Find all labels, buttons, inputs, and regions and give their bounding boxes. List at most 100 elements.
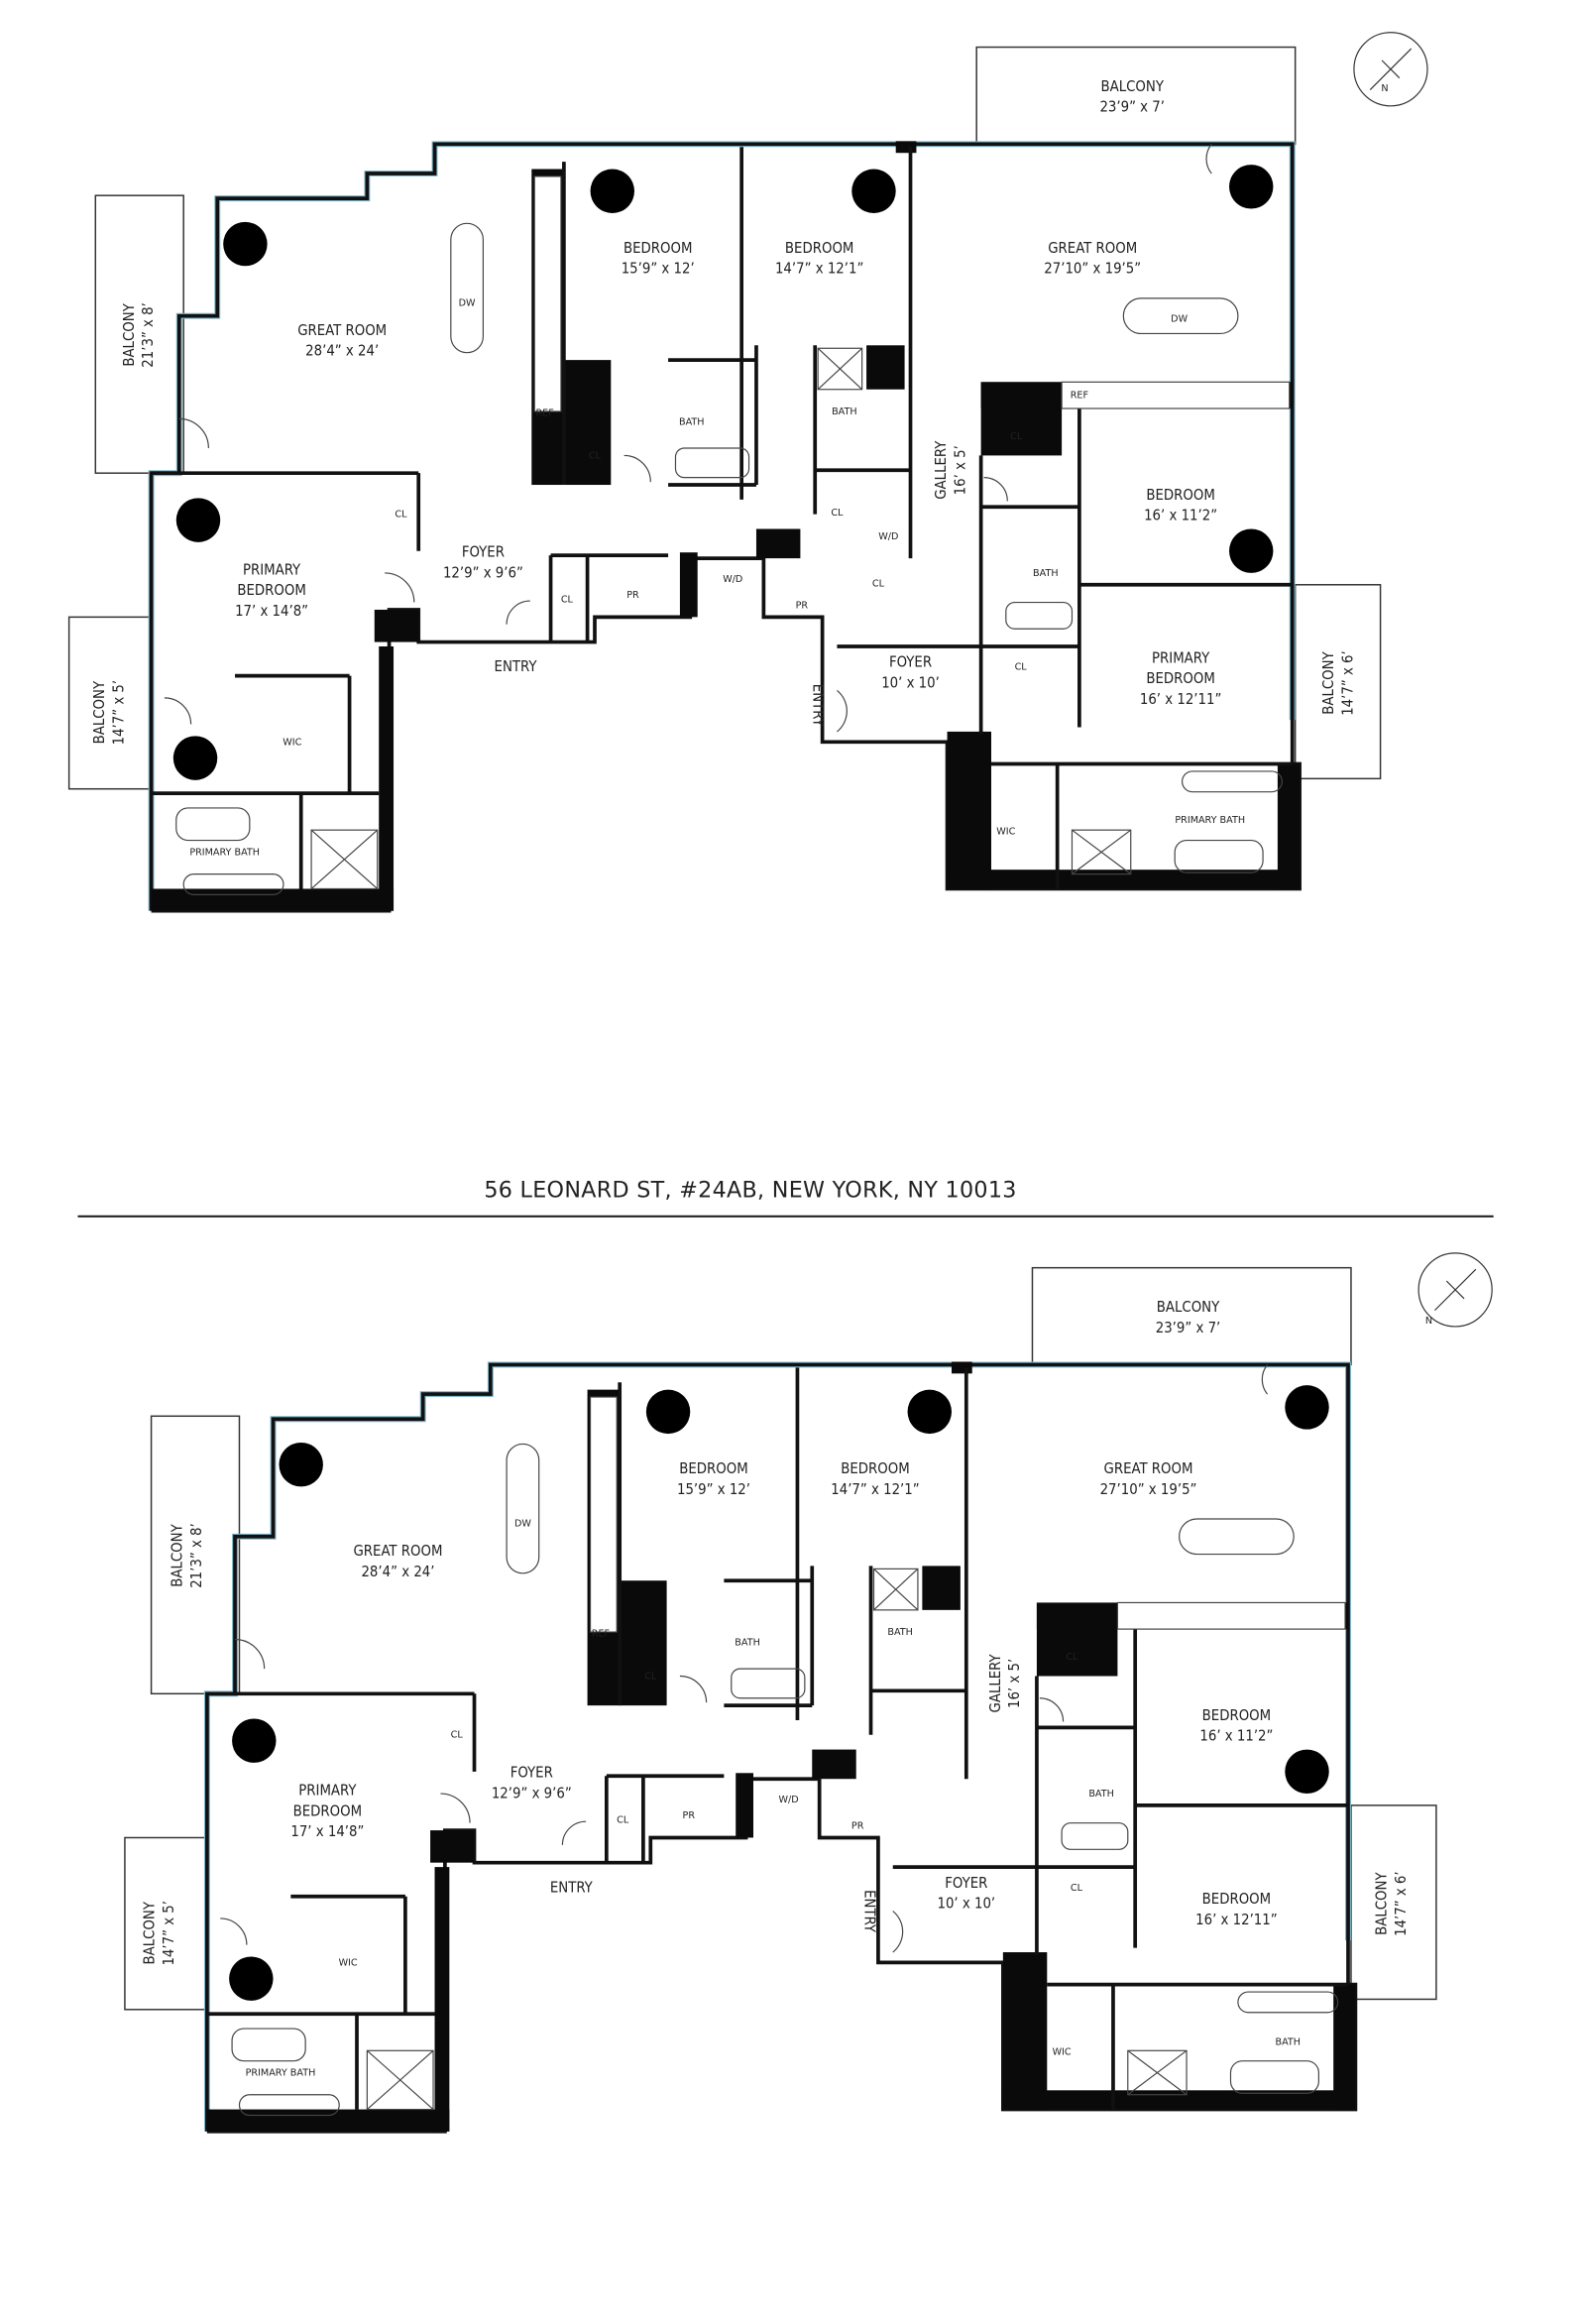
label-cl: CL: [1066, 1652, 1078, 1663]
label-gallery-dim: 16’ x 5’: [952, 445, 968, 495]
label-foyer-right: FOYER: [889, 654, 932, 671]
label-bedroom-1-dim: 15’9” x 12’: [622, 261, 695, 278]
label-bedroom-4: BEDROOM: [1202, 1891, 1271, 1908]
label-balcony-left-dim: 21’3” x 8’: [140, 302, 157, 368]
label-bedroom-3-dim: 16’ x 11’2”: [1199, 1728, 1273, 1745]
label-pr: PR: [851, 1821, 864, 1832]
label-balcony-top: BALCONY: [1157, 1299, 1220, 1316]
label-bedroom-4-dim: 16’ x 12’11”: [1195, 1912, 1277, 1928]
label-balcony-right-dim: 14’7” x 6’: [1339, 650, 1356, 716]
label-primary-bedroom-left-dim: 17’ x 14’8”: [290, 1823, 364, 1840]
label-foyer-left: FOYER: [462, 544, 505, 561]
label-balcony-top: BALCONY: [1100, 78, 1164, 95]
label-wd: W/D: [778, 1795, 798, 1805]
label-foyer-left-dim: 12’9” x 9’6”: [443, 564, 523, 581]
label-bath: BATH: [735, 1637, 760, 1648]
label-cl: CL: [451, 1730, 464, 1741]
label-pr: PR: [796, 600, 809, 611]
label-entry-left: ENTRY: [495, 658, 538, 675]
label-bedroom-2: BEDROOM: [785, 240, 853, 257]
label-primary-bath: PRIMARY BATH: [189, 847, 260, 858]
label-pr: PR: [683, 1810, 696, 1821]
label-primary-bath: PRIMARY BATH: [246, 2067, 316, 2078]
label-balcony-left-lower-dim: 14’7” x 5’: [110, 680, 127, 746]
label-entry-left: ENTRY: [550, 1879, 594, 1896]
label-gallery: GALLERY: [987, 1654, 1004, 1713]
label-primary-bedroom-left-dim: 17’ x 14’8”: [235, 603, 308, 620]
compass-north-arrow-icon: [1353, 32, 1428, 107]
label-bath: BATH: [887, 1627, 913, 1638]
label-bedroom-1: BEDROOM: [679, 1460, 747, 1477]
label-ref: REF: [535, 407, 553, 418]
label-balcony-right: BALCONY: [1374, 1872, 1391, 1935]
label-entry-right: ENTRY: [861, 1890, 878, 1933]
label-cl: CL: [872, 578, 885, 589]
label-pr: PR: [626, 590, 639, 601]
label-cl: CL: [395, 510, 407, 521]
label-wic: WIC: [1053, 2047, 1072, 2058]
label-primary-bedroom-left: PRIMARY: [243, 561, 301, 578]
label-cl: CL: [1010, 431, 1023, 442]
label-bath: BATH: [1276, 2036, 1302, 2047]
label-bedroom-1-dim: 15’9” x 12’: [677, 1481, 750, 1498]
label-foyer-right-dim: 10’ x 10’: [937, 1896, 995, 1913]
label-balcony-left: BALCONY: [170, 1523, 186, 1586]
label-cl: CL: [617, 1815, 629, 1826]
compass-n: N: [1425, 1316, 1432, 1327]
label-bedroom-2-dim: 14’7” x 12’1”: [831, 1481, 919, 1498]
label-balcony-top-dim: 23’9” x 7’: [1156, 1320, 1221, 1336]
label-balcony-left-lower: BALCONY: [91, 680, 108, 744]
label-wic: WIC: [339, 1957, 358, 1968]
label-bedroom-3: BEDROOM: [1146, 487, 1214, 504]
label-wic: WIC: [283, 737, 301, 748]
label-cl: CL: [644, 1671, 657, 1682]
label-cl: CL: [589, 450, 602, 461]
label-foyer-left: FOYER: [510, 1765, 553, 1782]
label-great-room-left-dim: 28’4” x 24’: [361, 1564, 434, 1580]
label-balcony-left-lower: BALCONY: [142, 1901, 159, 1964]
label-great-room-left: GREAT ROOM: [297, 322, 387, 339]
label-dw: DW: [1171, 314, 1188, 325]
label-dw: DW: [459, 297, 476, 308]
label-balcony-right: BALCONY: [1320, 650, 1337, 714]
label-bedroom-2-dim: 14’7” x 12’1”: [775, 261, 863, 278]
label-cl: CL: [831, 508, 844, 519]
label-balcony-left-lower-dim: 14’7” x 5’: [161, 1901, 177, 1966]
label-bath: BATH: [832, 407, 857, 417]
label-balcony-left: BALCONY: [121, 302, 138, 366]
label-bath: BATH: [1033, 568, 1059, 579]
label-primary-bedroom-left: PRIMARY: [298, 1783, 357, 1800]
label-great-room-right: GREAT ROOM: [1048, 240, 1137, 257]
label-bath: BATH: [1088, 1789, 1114, 1800]
label-gallery-dim: 16’ x 5’: [1006, 1659, 1023, 1708]
label-great-room-left: GREAT ROOM: [353, 1543, 442, 1560]
label-dw: DW: [514, 1518, 531, 1529]
label-bath: BATH: [679, 416, 705, 427]
label-great-room-right-dim: 27’10” x 19’5”: [1100, 1481, 1197, 1498]
label-primary-bedroom-right: PRIMARY: [1152, 649, 1210, 666]
label-balcony-left-dim: 21’3” x 8’: [188, 1523, 205, 1588]
label-ref: REF: [592, 1629, 610, 1640]
label-gallery: GALLERY: [933, 440, 950, 500]
label-ref: REF: [1071, 391, 1088, 402]
label-foyer-left-dim: 12’9” x 9’6”: [492, 1785, 572, 1801]
label-wic: WIC: [996, 827, 1015, 838]
label-primary-bedroom-right-dim: 16’ x 12’11”: [1140, 691, 1221, 708]
label-wd: W/D: [723, 574, 742, 585]
label-great-room-left-dim: 28’4” x 24’: [305, 343, 379, 360]
label-great-room-right: GREAT ROOM: [1104, 1460, 1193, 1477]
label-primary-bedroom-right-2: BEDROOM: [1146, 670, 1214, 687]
label-foyer-right-dim: 10’ x 10’: [881, 674, 940, 691]
label-foyer-right: FOYER: [945, 1875, 987, 1892]
label-wd: W/D: [878, 531, 898, 542]
label-great-room-right-dim: 27’10” x 19’5”: [1044, 261, 1141, 278]
label-cl: CL: [1071, 1883, 1083, 1894]
label-cl: CL: [561, 595, 574, 606]
label-balcony-right-dim: 14’7” x 6’: [1393, 1871, 1410, 1936]
label-entry-right: ENTRY: [810, 684, 827, 728]
label-bedroom-2: BEDROOM: [841, 1460, 909, 1477]
label-bedroom-1: BEDROOM: [623, 240, 692, 257]
